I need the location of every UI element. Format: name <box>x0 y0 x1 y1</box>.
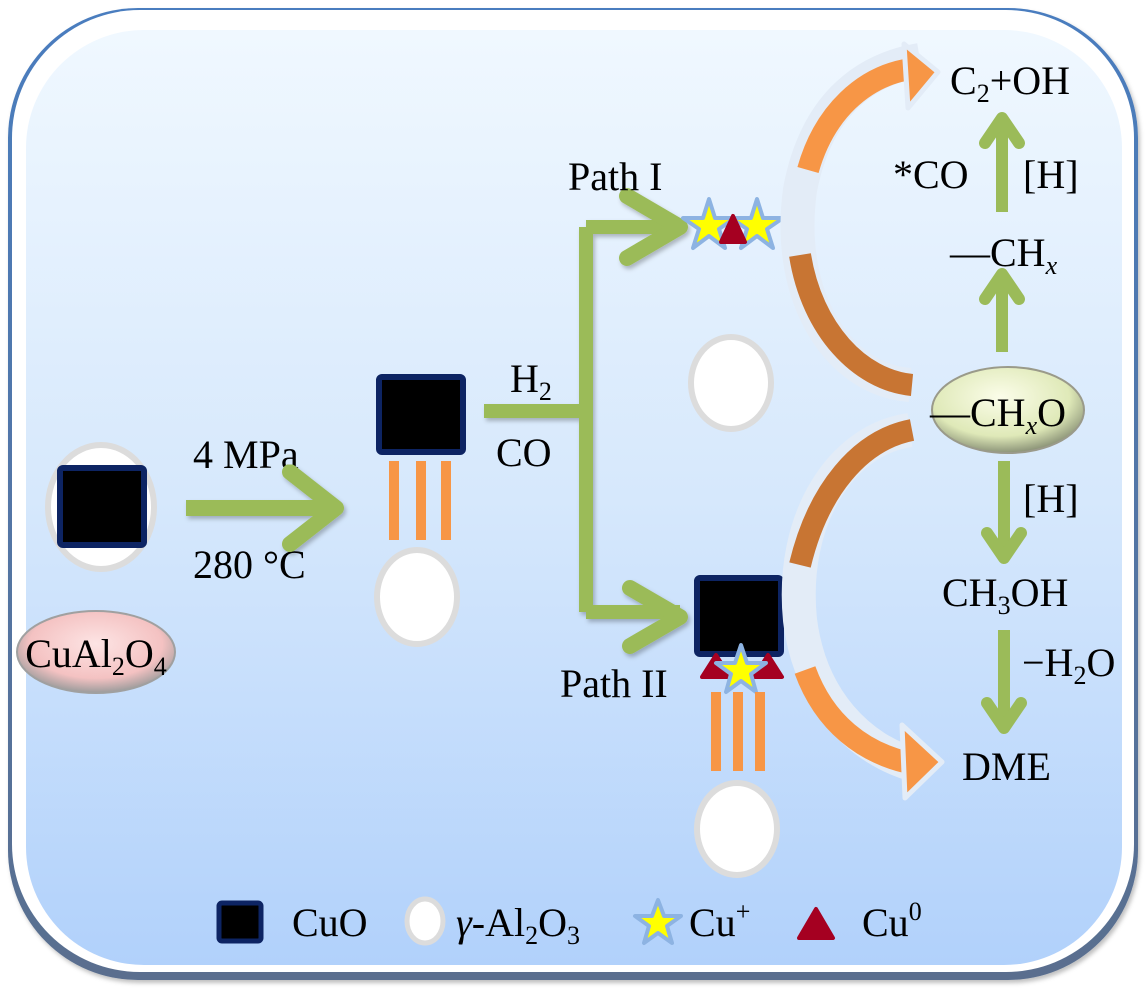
legend-cu-plus-label: Cu+ <box>689 897 750 945</box>
path1-arrowhead <box>619 188 688 266</box>
lower-arc-light <box>794 666 908 773</box>
legend-item-cu0: Cu0 <box>797 897 922 945</box>
chxo-label: —CHxO <box>929 390 1066 440</box>
cu-plus-star-icon <box>714 643 768 694</box>
legend-al2o3-label: γ-Al2O3 <box>456 900 580 950</box>
spacer-bars <box>711 692 765 771</box>
path2-label: Path II <box>560 661 668 706</box>
orange-curved-arrows <box>780 41 945 801</box>
precursor-particle <box>45 442 157 572</box>
h2-label: H2 <box>510 356 552 406</box>
al2o3-support-shape <box>374 547 460 647</box>
cu-plus-star-icon <box>729 197 785 250</box>
upper-arrowhead <box>901 41 941 111</box>
dehydration-label: −H2O <box>1022 640 1115 690</box>
spacer-bars <box>389 461 451 540</box>
al2o3-support-shape <box>694 780 780 878</box>
path1-active-sites <box>681 197 785 250</box>
green-arrow-up-2 <box>979 268 1025 352</box>
activated-catalyst <box>374 374 466 647</box>
legend-cu0-label: Cu0 <box>862 897 922 945</box>
cu-plus-star-icon <box>681 197 737 250</box>
co-insertion-label: *CO <box>893 152 969 197</box>
path1-label: Path I <box>568 154 662 199</box>
legend-item-cu-plus: Cu+ <box>633 897 750 945</box>
pressure-label: 4 MPa <box>193 432 299 477</box>
precursor-label-pill: CuAl2O4 <box>16 610 176 694</box>
cuo-particle-shape <box>57 465 147 548</box>
hydrogenation-up-label: [H] <box>1023 152 1079 197</box>
green-arrow-down-2 <box>981 630 1027 734</box>
cuo-particle-shape <box>376 374 466 455</box>
precursor-label: CuAl2O4 <box>25 631 167 681</box>
green-arrow-up-1 <box>979 112 1025 212</box>
branch-connector <box>484 188 688 654</box>
legend-cuo-label: CuO <box>292 900 368 945</box>
dme-label: DME <box>962 744 1051 789</box>
upper-arc-dark <box>789 253 914 396</box>
lower-arc-dark <box>789 419 915 568</box>
cuo-particle-shape <box>694 575 784 657</box>
al2o3-circle-icon <box>404 896 446 946</box>
intermediate-pill: —CHxO <box>929 366 1085 454</box>
chx-label: —CHx <box>949 230 1058 280</box>
cu0-triangle-icon <box>719 214 747 244</box>
legend: CuO γ-Al2O3 Cu+ Cu0 <box>216 896 922 950</box>
path2-catalyst <box>694 575 784 878</box>
methanol-label: CH3OH <box>942 570 1068 620</box>
cu0-triangle-icon <box>797 907 835 940</box>
c2oh-product-label: C2+OH <box>950 58 1070 108</box>
upper-arc-light <box>797 59 908 174</box>
green-arrow-down-1 <box>981 461 1027 564</box>
al2o3-support-shape <box>688 334 774 432</box>
lower-arrowhead <box>899 722 945 801</box>
cu-plus-star-icon <box>633 898 683 945</box>
co-label: CO <box>496 430 552 475</box>
path2-arrowhead <box>622 580 688 654</box>
legend-item-al2o3: γ-Al2O3 <box>404 896 580 950</box>
reduction-arrow <box>186 464 344 552</box>
cuo-square-icon <box>216 900 264 944</box>
legend-item-cuo: CuO <box>216 900 368 945</box>
hydrogenation-down-label: [H] <box>1023 476 1079 521</box>
